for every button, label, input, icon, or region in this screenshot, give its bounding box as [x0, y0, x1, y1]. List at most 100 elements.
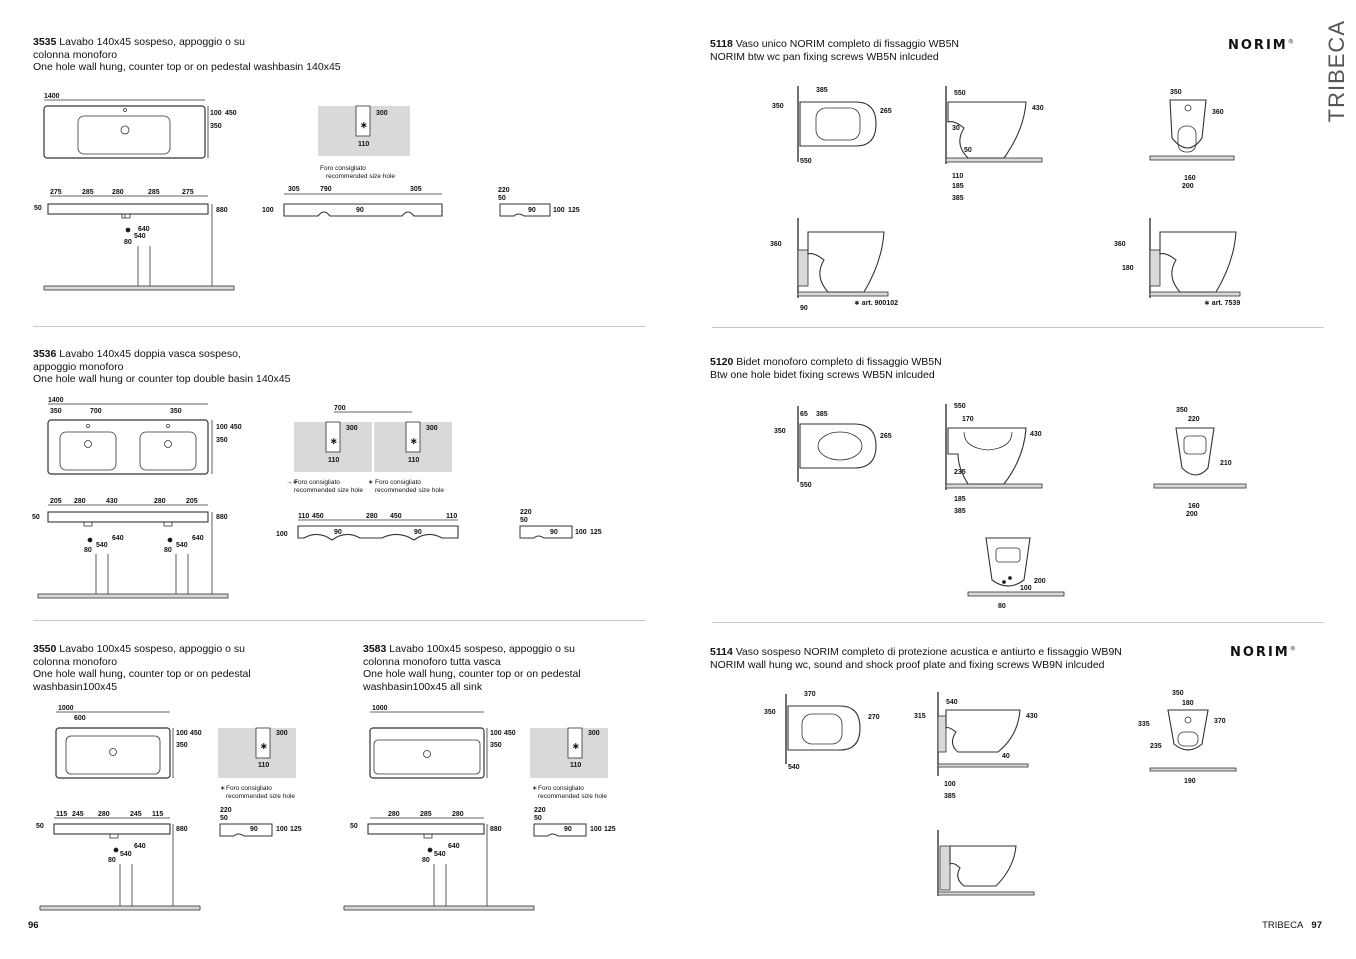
- svg-text:90: 90: [564, 826, 572, 833]
- svg-text:540: 540: [434, 851, 446, 858]
- svg-text:110: 110: [328, 457, 339, 464]
- product-3535-drawings: 1400 100 450 350 300 110 ∗ Foro consigli…: [34, 93, 580, 291]
- svg-text:880: 880: [490, 826, 502, 833]
- svg-text:50: 50: [36, 823, 44, 830]
- svg-text:450: 450: [504, 730, 516, 737]
- svg-text:recommended size hole: recommended size hole: [538, 793, 607, 800]
- svg-text:110: 110: [952, 173, 963, 180]
- svg-text:Foro consigliato: Foro consigliato: [538, 785, 584, 792]
- svg-text:∗ art. 900102: ∗ art. 900102: [854, 300, 898, 307]
- svg-text:Foro consigliato: Foro consigliato: [375, 479, 421, 486]
- svg-text:350: 350: [170, 408, 182, 415]
- product-3536-drawings: 1400 350 700 350 100 450 350 700 300 300…: [32, 397, 602, 599]
- section-divider: [33, 620, 646, 621]
- svg-text:90: 90: [528, 207, 536, 214]
- svg-text:550: 550: [800, 158, 812, 165]
- svg-text:50: 50: [534, 815, 542, 822]
- svg-text:205: 205: [186, 498, 198, 505]
- svg-text:550: 550: [954, 403, 966, 410]
- svg-text:Foro consigliato: Foro consigliato: [320, 165, 366, 172]
- svg-text:90: 90: [800, 305, 808, 312]
- svg-text:305: 305: [410, 186, 422, 193]
- section-divider: [712, 327, 1324, 328]
- svg-text:350: 350: [490, 742, 502, 749]
- svg-text:350: 350: [176, 742, 188, 749]
- svg-text:80: 80: [108, 857, 116, 864]
- svg-text:540: 540: [120, 851, 132, 858]
- product-3550-title: 3550 Lavabo 100x45 sospeso, appoggio o s…: [33, 643, 251, 693]
- svg-text:220: 220: [498, 187, 510, 194]
- svg-text:90: 90: [414, 529, 422, 536]
- svg-text:285: 285: [148, 189, 160, 196]
- svg-text:∗: ∗: [532, 785, 537, 792]
- svg-text:100: 100: [944, 781, 956, 788]
- svg-text:200: 200: [1034, 578, 1046, 585]
- svg-text:450: 450: [230, 424, 242, 431]
- svg-text:180: 180: [1182, 700, 1194, 707]
- svg-text:50: 50: [520, 517, 528, 524]
- svg-text:115: 115: [56, 811, 67, 818]
- svg-text:350: 350: [1170, 89, 1182, 96]
- svg-text:50: 50: [964, 147, 972, 154]
- product-5114-title: 5114 Vaso sospeso NORIM completo di prot…: [710, 646, 1122, 671]
- svg-text:∗: ∗: [368, 479, 373, 486]
- svg-text:110: 110: [446, 513, 457, 520]
- svg-text:1000: 1000: [58, 705, 74, 712]
- svg-text:550: 550: [954, 90, 966, 97]
- svg-text:880: 880: [176, 826, 188, 833]
- svg-text:110: 110: [258, 762, 269, 769]
- svg-text:385: 385: [952, 195, 964, 202]
- svg-text:245: 245: [72, 811, 84, 818]
- svg-text:115: 115: [152, 811, 163, 818]
- svg-text:110: 110: [570, 762, 581, 769]
- svg-text:∗: ∗: [410, 436, 418, 446]
- svg-text:50: 50: [34, 205, 42, 212]
- svg-text:220: 220: [534, 807, 546, 814]
- svg-text:370: 370: [804, 691, 816, 698]
- svg-text:640: 640: [112, 535, 124, 542]
- svg-text:385: 385: [816, 87, 828, 94]
- svg-text:110: 110: [358, 141, 369, 148]
- svg-text:160: 160: [1184, 175, 1196, 182]
- svg-text:265: 265: [880, 108, 892, 115]
- svg-text:210: 210: [1220, 460, 1232, 467]
- svg-text:280: 280: [388, 811, 400, 818]
- svg-text:450: 450: [312, 513, 324, 520]
- product-5118-drawings: 350 385 265 550 550 430 30 50 110 185 38…: [770, 86, 1241, 312]
- svg-text:450: 450: [190, 730, 202, 737]
- svg-text:100: 100: [276, 826, 288, 833]
- svg-text:265: 265: [880, 433, 892, 440]
- svg-text:→∗: →∗: [286, 479, 298, 486]
- svg-text:350: 350: [1176, 407, 1188, 414]
- svg-text:280: 280: [366, 513, 378, 520]
- svg-text:40: 40: [1002, 753, 1010, 760]
- svg-text:∗: ∗: [572, 741, 580, 751]
- svg-text:90: 90: [550, 529, 558, 536]
- svg-text:430: 430: [1032, 105, 1044, 112]
- footer-series-label: TRIBECA: [1262, 920, 1303, 931]
- svg-text:315: 315: [914, 713, 926, 720]
- svg-text:300: 300: [376, 110, 388, 117]
- svg-text:50: 50: [350, 823, 358, 830]
- svg-text:350: 350: [216, 437, 228, 444]
- svg-text:540: 540: [134, 233, 146, 240]
- svg-text:430: 430: [1026, 713, 1038, 720]
- svg-text:100: 100: [553, 207, 565, 214]
- svg-text:640: 640: [448, 843, 460, 850]
- svg-text:125: 125: [568, 207, 580, 214]
- svg-text:185: 185: [952, 183, 964, 190]
- svg-text:Foro consigliato: Foro consigliato: [226, 785, 272, 792]
- svg-text:640: 640: [134, 843, 146, 850]
- svg-text:90: 90: [356, 207, 364, 214]
- svg-text:30: 30: [952, 125, 960, 132]
- svg-text:280: 280: [98, 811, 110, 818]
- svg-text:550: 550: [800, 482, 812, 489]
- svg-text:190: 190: [1184, 778, 1196, 785]
- svg-text:125: 125: [290, 826, 302, 833]
- svg-text:275: 275: [182, 189, 194, 196]
- svg-text:200: 200: [1186, 511, 1198, 518]
- product-3536-title: 3536 Lavabo 140x45 doppia vasca sospeso,…: [33, 348, 291, 385]
- svg-text:640: 640: [192, 535, 204, 542]
- svg-text:245: 245: [130, 811, 142, 818]
- svg-text:700: 700: [334, 405, 346, 412]
